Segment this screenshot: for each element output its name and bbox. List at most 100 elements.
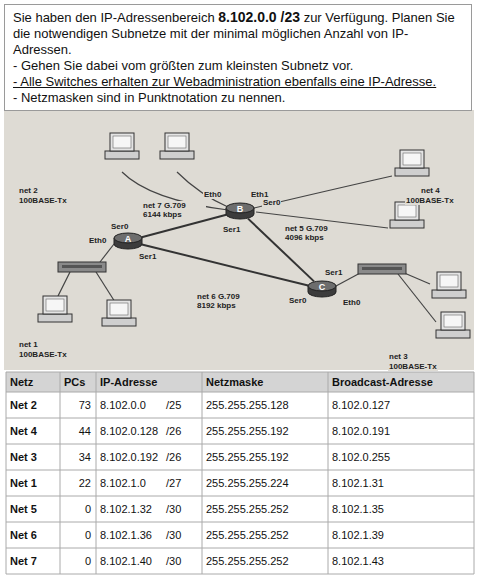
table-header: Broadcast-Adresse [332, 376, 433, 389]
link-label: net 7 G.709 6144 kbps [142, 201, 206, 219]
table-header: Netzmaske [206, 376, 263, 389]
pc-count: 0 [60, 529, 91, 542]
prefix-length: /26 [166, 451, 181, 464]
interface-label: 100BASE-Tx [405, 196, 455, 205]
task-text: - Alle Switches erhalten zur Webadminist… [13, 74, 436, 89]
pc-case [160, 151, 194, 159]
broadcast-address: 8.102.1.43 [332, 555, 384, 568]
prefix-length: /26 [166, 425, 181, 438]
pc-screen [46, 299, 64, 311]
table-rule [6, 444, 474, 445]
netmask: 255.255.255.224 [206, 477, 289, 490]
router-symbol: C [307, 280, 337, 298]
pc-screen [444, 315, 462, 327]
ip-address: 8.102.1.32 [100, 503, 152, 516]
task-text: - Netzmasken sind in Punktnotation zu ne… [13, 90, 285, 105]
task-paragraph: Sie haben den IP-Adressenbereich 8.102.0… [13, 9, 463, 58]
interface-label: Ser1 [222, 225, 241, 234]
pc-screen [113, 136, 131, 148]
interface-label: net 1 [18, 340, 39, 349]
interface-label: Ser0 [110, 222, 129, 231]
interface-label: Ser1 [138, 252, 157, 261]
net-name: Net 5 [10, 503, 37, 516]
switch-ports [362, 267, 402, 270]
router-top [226, 203, 254, 213]
interface-label: Ser0 [262, 198, 281, 207]
task-text: 8.102.0.0 /23 [218, 9, 300, 25]
table-rule [6, 548, 474, 549]
router-top [114, 233, 142, 243]
table-rule [6, 574, 474, 575]
pc-case [395, 168, 429, 176]
pc-group [38, 133, 470, 338]
table-header: Netz [10, 376, 33, 389]
interface-label: Ser0 [288, 296, 307, 305]
table-rule [6, 372, 7, 574]
pc-count: 22 [60, 477, 91, 490]
table-rule [6, 496, 474, 497]
pc-monitor [110, 133, 134, 151]
table-rule [202, 372, 203, 574]
pc-screen [403, 153, 421, 165]
pc-case [390, 220, 424, 228]
pc-case [102, 318, 136, 326]
ip-address: 8.102.1.0 [100, 477, 146, 490]
interface-label: 100BASE-Tx [388, 362, 438, 371]
net-name: Net 4 [10, 425, 37, 438]
table-rule [96, 372, 97, 574]
pc-case [436, 330, 470, 338]
table-header: IP-Adresse [100, 376, 157, 389]
broadcast-address: 8.102.0.127 [332, 399, 390, 412]
ip-address: 8.102.0.192 [100, 451, 158, 464]
net-name: Net 2 [10, 399, 37, 412]
pc-monitor [165, 133, 189, 151]
table-header: PCs [64, 376, 85, 389]
switch-ports [62, 265, 102, 268]
ip-address: 8.102.0.128 [100, 425, 158, 438]
pc-screen [168, 136, 186, 148]
pc-count: 73 [60, 399, 91, 412]
switch-symbol [58, 262, 106, 272]
interface-label: net 4 [420, 186, 441, 195]
pc-screen [110, 303, 128, 315]
netmask: 255.255.255.192 [206, 425, 289, 438]
pc-monitor [441, 312, 465, 330]
interface-label: Eth0 [88, 236, 107, 245]
broadcast-address: 8.102.0.255 [332, 451, 390, 464]
link-label: net 5 G.709 4096 kbps [284, 224, 348, 242]
table-rule [328, 372, 329, 574]
interface-label: net 2 [18, 186, 39, 195]
pc-count: 0 [60, 555, 91, 568]
task-bullet: - Alle Switches erhalten zur Webadminist… [13, 74, 463, 90]
pc-count: 0 [60, 503, 91, 516]
task-box: Sie haben den IP-Adressenbereich 8.102.0… [4, 4, 472, 111]
table-header-bg [6, 372, 474, 392]
interface-label: Ser1 [324, 268, 343, 277]
table-rule [474, 372, 475, 574]
interface-label: Eth0 [342, 298, 361, 307]
prefix-length: /25 [166, 399, 181, 412]
netmask: 255.255.255.252 [206, 529, 289, 542]
broadcast-address: 8.102.0.191 [332, 425, 390, 438]
interface-label: 100BASE-Tx [18, 350, 68, 359]
pc-count: 44 [60, 425, 91, 438]
pc-monitor [437, 272, 461, 290]
pc-count: 34 [60, 451, 91, 464]
table-rule [6, 470, 474, 471]
netmask: 255.255.255.128 [206, 399, 289, 412]
net-name: Net 7 [10, 555, 37, 568]
broadcast-address: 8.102.1.39 [332, 529, 384, 542]
net-name: Net 3 [10, 451, 37, 464]
lan-cables [58, 172, 436, 322]
pc-screen [440, 275, 458, 287]
link-label: net 6 G.709 8192 kbps [196, 292, 260, 310]
router-letter: B [225, 204, 255, 214]
table-rule [6, 372, 474, 373]
netmask: 255.255.255.192 [206, 451, 289, 464]
netmask: 255.255.255.252 [206, 503, 289, 516]
task-text: Sie haben den IP-Adressenbereich [13, 10, 215, 25]
router-letter: A [113, 234, 143, 244]
netmask: 255.255.255.252 [206, 555, 289, 568]
ip-address: 8.102.0.0 [100, 399, 146, 412]
router-symbol: A [113, 232, 143, 250]
